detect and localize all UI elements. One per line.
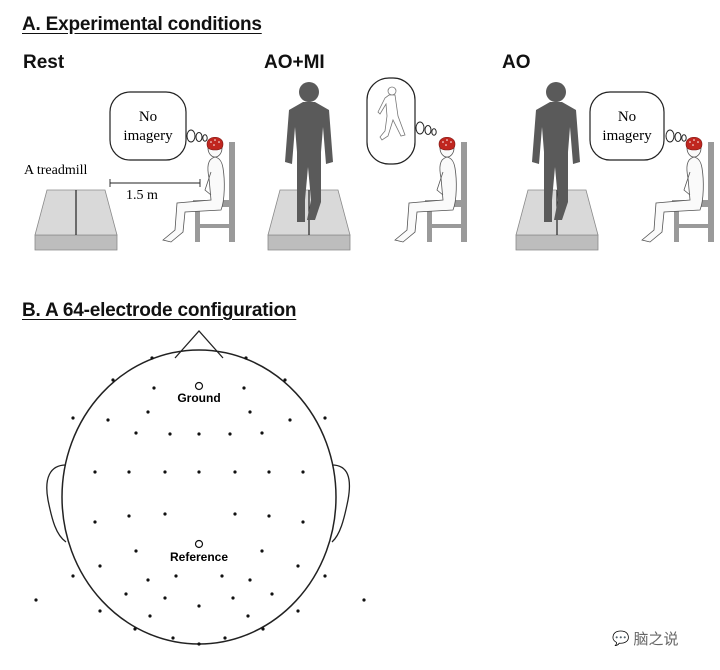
electrode-dot [71, 574, 75, 578]
electrode-dot [197, 604, 201, 608]
electrode-dot [146, 578, 150, 582]
electrode-dot [323, 574, 327, 578]
section-b-title: B. A 64-electrode configuration [22, 300, 297, 321]
left-ear [46, 464, 67, 543]
electrode-dot [223, 636, 227, 640]
electrode-dot [242, 386, 246, 390]
electrode-dot [244, 356, 248, 360]
electrodes [34, 356, 366, 646]
electrode-dot [98, 564, 102, 568]
ao-thought-line-1: No [618, 109, 636, 125]
watermark-text: 脑之说 [633, 630, 679, 648]
ao-mi-thought-bubble [366, 77, 437, 165]
distance-marker [109, 179, 201, 187]
electrode-dot [248, 578, 252, 582]
imagined-walker-icon [377, 86, 406, 141]
electrode-dot [111, 378, 115, 382]
rest-thought-bubble: No imagery [109, 91, 208, 161]
watermark: 💬 脑之说 [612, 628, 678, 649]
rest-treadmill [34, 189, 118, 251]
nose [174, 330, 224, 359]
electrode-dot [148, 614, 152, 618]
electrode-dot [152, 386, 156, 390]
electrode-dot [146, 410, 150, 414]
condition-ao-mi-title: AO+MI [264, 52, 325, 73]
electrode-dot [168, 432, 172, 436]
ao-thought-line-2: imagery [602, 128, 652, 144]
electrode-dot [197, 432, 201, 436]
electrode-dot [301, 470, 305, 474]
electrode-dot [34, 598, 38, 602]
electrode-dot [248, 410, 252, 414]
electrode-dot [127, 514, 131, 518]
right-ear [331, 464, 351, 543]
wechat-icon: 💬 [612, 630, 630, 647]
electrode-dot [296, 564, 300, 568]
electrode-dot [261, 627, 265, 631]
electrode-dot [174, 574, 178, 578]
electrode-dot [133, 627, 137, 631]
ao-thought-bubble: No imagery [589, 91, 687, 161]
electrode-dot [288, 418, 292, 422]
electrode-dot [296, 609, 300, 613]
electrode-dot [134, 549, 138, 553]
electrode-dot [267, 470, 271, 474]
treadmill-label: A treadmill [24, 163, 87, 178]
electrode-dot [246, 614, 250, 618]
electrode-dot [93, 520, 97, 524]
electrode-dot [150, 356, 154, 360]
electrode-dot [301, 520, 305, 524]
experimental-conditions-illustration: No imagery A treadmill 1.5 m No imagery [24, 77, 715, 251]
electrode-dot [71, 416, 75, 420]
ground-electrode [194, 381, 204, 391]
electrode-dot [93, 470, 97, 474]
electrode-dot [197, 642, 201, 646]
section-a-title: A. Experimental conditions [22, 14, 262, 35]
electrode-dot [171, 636, 175, 640]
electrode-dot [134, 431, 138, 435]
electrode-dot [163, 596, 167, 600]
condition-ao-title: AO [502, 52, 531, 73]
electrode-dot [124, 592, 128, 596]
electrode-dot [270, 592, 274, 596]
electrode-dot [283, 378, 287, 382]
electrode-dot [106, 418, 110, 422]
electrode-dot [260, 549, 264, 553]
electrode-montage: Ground Reference [34, 330, 366, 646]
electrode-dot [267, 514, 271, 518]
electrode-dot [163, 470, 167, 474]
rest-thought-line-1: No [139, 109, 157, 125]
electrode-dot [163, 512, 167, 516]
electrode-dot [220, 574, 224, 578]
electrode-dot [233, 512, 237, 516]
electrode-dot [323, 416, 327, 420]
reference-label: Reference [170, 550, 228, 564]
electrode-dot [127, 470, 131, 474]
electrode-dot [362, 598, 366, 602]
reference-electrode [194, 539, 204, 549]
rest-thought-line-2: imagery [123, 128, 173, 144]
electrode-dot [98, 609, 102, 613]
distance-label: 1.5 m [126, 188, 158, 203]
electrode-dot [260, 431, 264, 435]
ground-label: Ground [177, 391, 220, 405]
condition-rest-title: Rest [23, 52, 65, 73]
electrode-dot [231, 596, 235, 600]
electrode-dot [228, 432, 232, 436]
electrode-dot [233, 470, 237, 474]
electrode-dot [197, 470, 201, 474]
